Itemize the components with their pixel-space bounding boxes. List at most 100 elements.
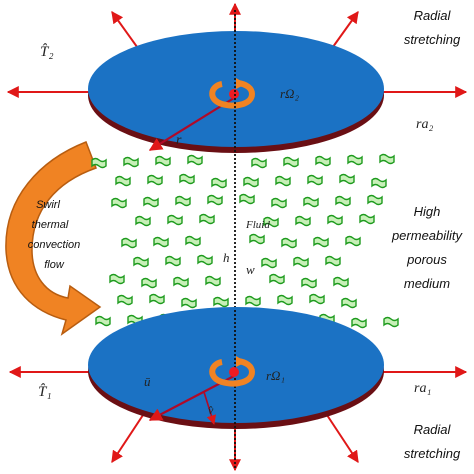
porous-particle [371, 177, 387, 189]
top-radius-line [148, 97, 235, 151]
radial-bottom-line-2: stretching [404, 446, 461, 461]
porous-particle [155, 155, 171, 167]
porous-line-4: medium [404, 276, 450, 291]
porous-particle [309, 293, 325, 305]
porous-particle [303, 196, 319, 208]
bottom-arrow-downleft [111, 411, 146, 464]
porous-particle [167, 214, 183, 226]
porous-particle [245, 295, 261, 307]
porous-particle [175, 195, 191, 207]
porous-particle [281, 237, 297, 249]
porous-particle [307, 174, 323, 186]
porous-particle [383, 316, 399, 328]
porous-particles [91, 153, 399, 329]
porous-particle [315, 155, 331, 167]
velocity-v-label: v̂ [208, 403, 214, 417]
velocity-v-arrow [203, 391, 217, 425]
porous-particle [143, 196, 159, 208]
radial-top-line-2: stretching [404, 32, 461, 47]
porous-particle [109, 273, 125, 285]
porous-particle [359, 213, 375, 225]
porous-particle [239, 193, 255, 205]
porous-particle [261, 257, 277, 269]
radial-bottom-line-1: Radial [414, 422, 452, 437]
porous-particle [379, 153, 395, 165]
axial-velocity-label: w [246, 262, 255, 277]
swirl-flow-text: Swirl thermal convection flow [28, 199, 81, 271]
radial-stretching-top-text: Radial stretching [404, 8, 461, 47]
porous-particle [211, 177, 227, 189]
porous-particle [179, 173, 195, 185]
porous-particle [133, 256, 149, 268]
top-rotation-label: rΩ₂ [280, 86, 299, 101]
porous-particle [345, 235, 361, 247]
porous-particle [121, 237, 137, 249]
bottom-arrow-downright [324, 411, 359, 464]
radial-stretching-bottom-text: Radial stretching [404, 422, 461, 461]
porous-particle [301, 277, 317, 289]
bottom-torque-label: T̂₁ [38, 384, 52, 400]
porous-particle [123, 156, 139, 168]
top-stretch-label: ra₂ [416, 117, 433, 132]
porous-particle [295, 215, 311, 227]
porous-particle [213, 296, 229, 308]
porous-line-1: High [414, 204, 441, 219]
porous-particle [95, 315, 111, 327]
porous-particle [313, 236, 329, 248]
velocity-u-label: ū [144, 374, 151, 389]
bottom-rotation-label: rΩ₁ [266, 368, 285, 383]
porous-particle [165, 255, 181, 267]
porous-particle [277, 294, 293, 306]
porous-particle [199, 213, 215, 225]
top-center-dot [229, 89, 239, 99]
porous-particle [173, 276, 189, 288]
porous-particle [293, 256, 309, 268]
porous-particle [283, 156, 299, 168]
porous-particle [347, 154, 363, 166]
porous-particle [271, 197, 287, 209]
porous-particle [263, 216, 279, 228]
porous-particle [147, 174, 163, 186]
porous-medium-text: High permeability porous medium [391, 204, 464, 291]
porous-particle [135, 215, 151, 227]
porous-line-2: permeability [391, 228, 464, 243]
swirl-line-4: flow [44, 259, 65, 271]
swirl-line-2: thermal [32, 219, 69, 231]
porous-particle [249, 233, 265, 245]
porous-particle [117, 294, 133, 306]
swirl-flow-arrow [5, 141, 102, 336]
porous-particle [141, 277, 157, 289]
porous-particle [111, 197, 127, 209]
porous-particle [335, 195, 351, 207]
porous-particle [333, 276, 349, 288]
fluid-label: Fluid [245, 219, 270, 231]
porous-particle [325, 255, 341, 267]
porous-particle [153, 236, 169, 248]
bottom-center-dot [229, 367, 239, 377]
swirl-line-1: Swirl [36, 199, 60, 211]
porous-particle [207, 194, 223, 206]
bottom-stretch-label: ra₁ [414, 381, 431, 396]
swirl-line-3: convection [28, 239, 81, 251]
porous-particle [341, 297, 357, 309]
porous-particle [149, 293, 165, 305]
porous-particle [185, 235, 201, 247]
porous-particle [327, 214, 343, 226]
porous-particle [181, 297, 197, 309]
porous-particle [91, 157, 107, 169]
top-radius-label: r [176, 133, 182, 148]
porous-particle [339, 173, 355, 185]
porous-particle [187, 154, 203, 166]
porous-particle [275, 175, 291, 187]
porous-line-3: porous [406, 252, 447, 267]
bottom-swirl-icon [209, 356, 256, 387]
porous-particle [115, 175, 131, 187]
porous-particle [351, 317, 367, 329]
height-label: h [223, 250, 230, 265]
porous-particle [205, 275, 221, 287]
porous-particle [269, 273, 285, 285]
porous-particle [243, 176, 259, 188]
top-swirl-icon [209, 78, 256, 109]
porous-particle [197, 254, 213, 266]
